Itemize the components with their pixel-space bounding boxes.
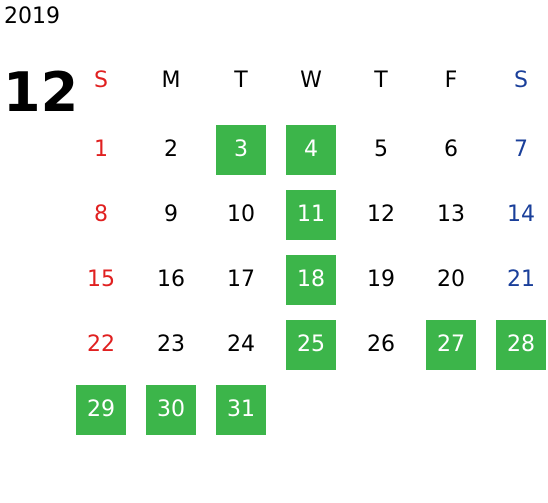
day-cell-highlighted[interactable]: 27	[426, 320, 476, 370]
day-cell[interactable]: 10	[227, 202, 255, 227]
day-cell[interactable]: 8	[94, 202, 108, 227]
weekday-label: T	[234, 68, 248, 93]
day-cell[interactable]: 12	[367, 202, 395, 227]
day-cell[interactable]: 14	[507, 202, 535, 227]
day-cell-highlighted[interactable]: 11	[286, 190, 336, 240]
day-cell-highlighted[interactable]: 18	[286, 255, 336, 305]
weekday-label: M	[161, 68, 181, 93]
day-cell[interactable]: 13	[437, 202, 465, 227]
day-cell-highlighted[interactable]: 31	[216, 385, 266, 435]
day-cell[interactable]: 1	[94, 137, 108, 162]
calendar-year: 2019	[4, 4, 60, 29]
day-cell-highlighted[interactable]: 29	[76, 385, 126, 435]
calendar-month: 12	[3, 61, 79, 124]
day-cell[interactable]: 16	[157, 267, 185, 292]
day-cell[interactable]: 9	[164, 202, 178, 227]
day-cell[interactable]: 7	[514, 137, 528, 162]
day-cell[interactable]: 24	[227, 332, 255, 357]
day-cell[interactable]: 26	[367, 332, 395, 357]
weekday-label: W	[300, 68, 322, 93]
day-cell[interactable]: 2	[164, 137, 178, 162]
day-cell[interactable]: 19	[367, 267, 395, 292]
day-cell[interactable]: 21	[507, 267, 535, 292]
day-cell[interactable]: 17	[227, 267, 255, 292]
day-cell[interactable]: 22	[87, 332, 115, 357]
day-cell[interactable]: 15	[87, 267, 115, 292]
day-cell[interactable]: 6	[444, 137, 458, 162]
day-cell-highlighted[interactable]: 25	[286, 320, 336, 370]
day-cell-highlighted[interactable]: 30	[146, 385, 196, 435]
day-cell[interactable]: 20	[437, 267, 465, 292]
day-cell-highlighted[interactable]: 28	[496, 320, 546, 370]
weekday-label: S	[514, 68, 528, 93]
day-cell-highlighted[interactable]: 4	[286, 125, 336, 175]
day-cell[interactable]: 23	[157, 332, 185, 357]
day-cell[interactable]: 5	[374, 137, 388, 162]
weekday-label: F	[444, 68, 458, 93]
weekday-label: T	[374, 68, 388, 93]
day-cell-highlighted[interactable]: 3	[216, 125, 266, 175]
weekday-label: S	[94, 68, 108, 93]
